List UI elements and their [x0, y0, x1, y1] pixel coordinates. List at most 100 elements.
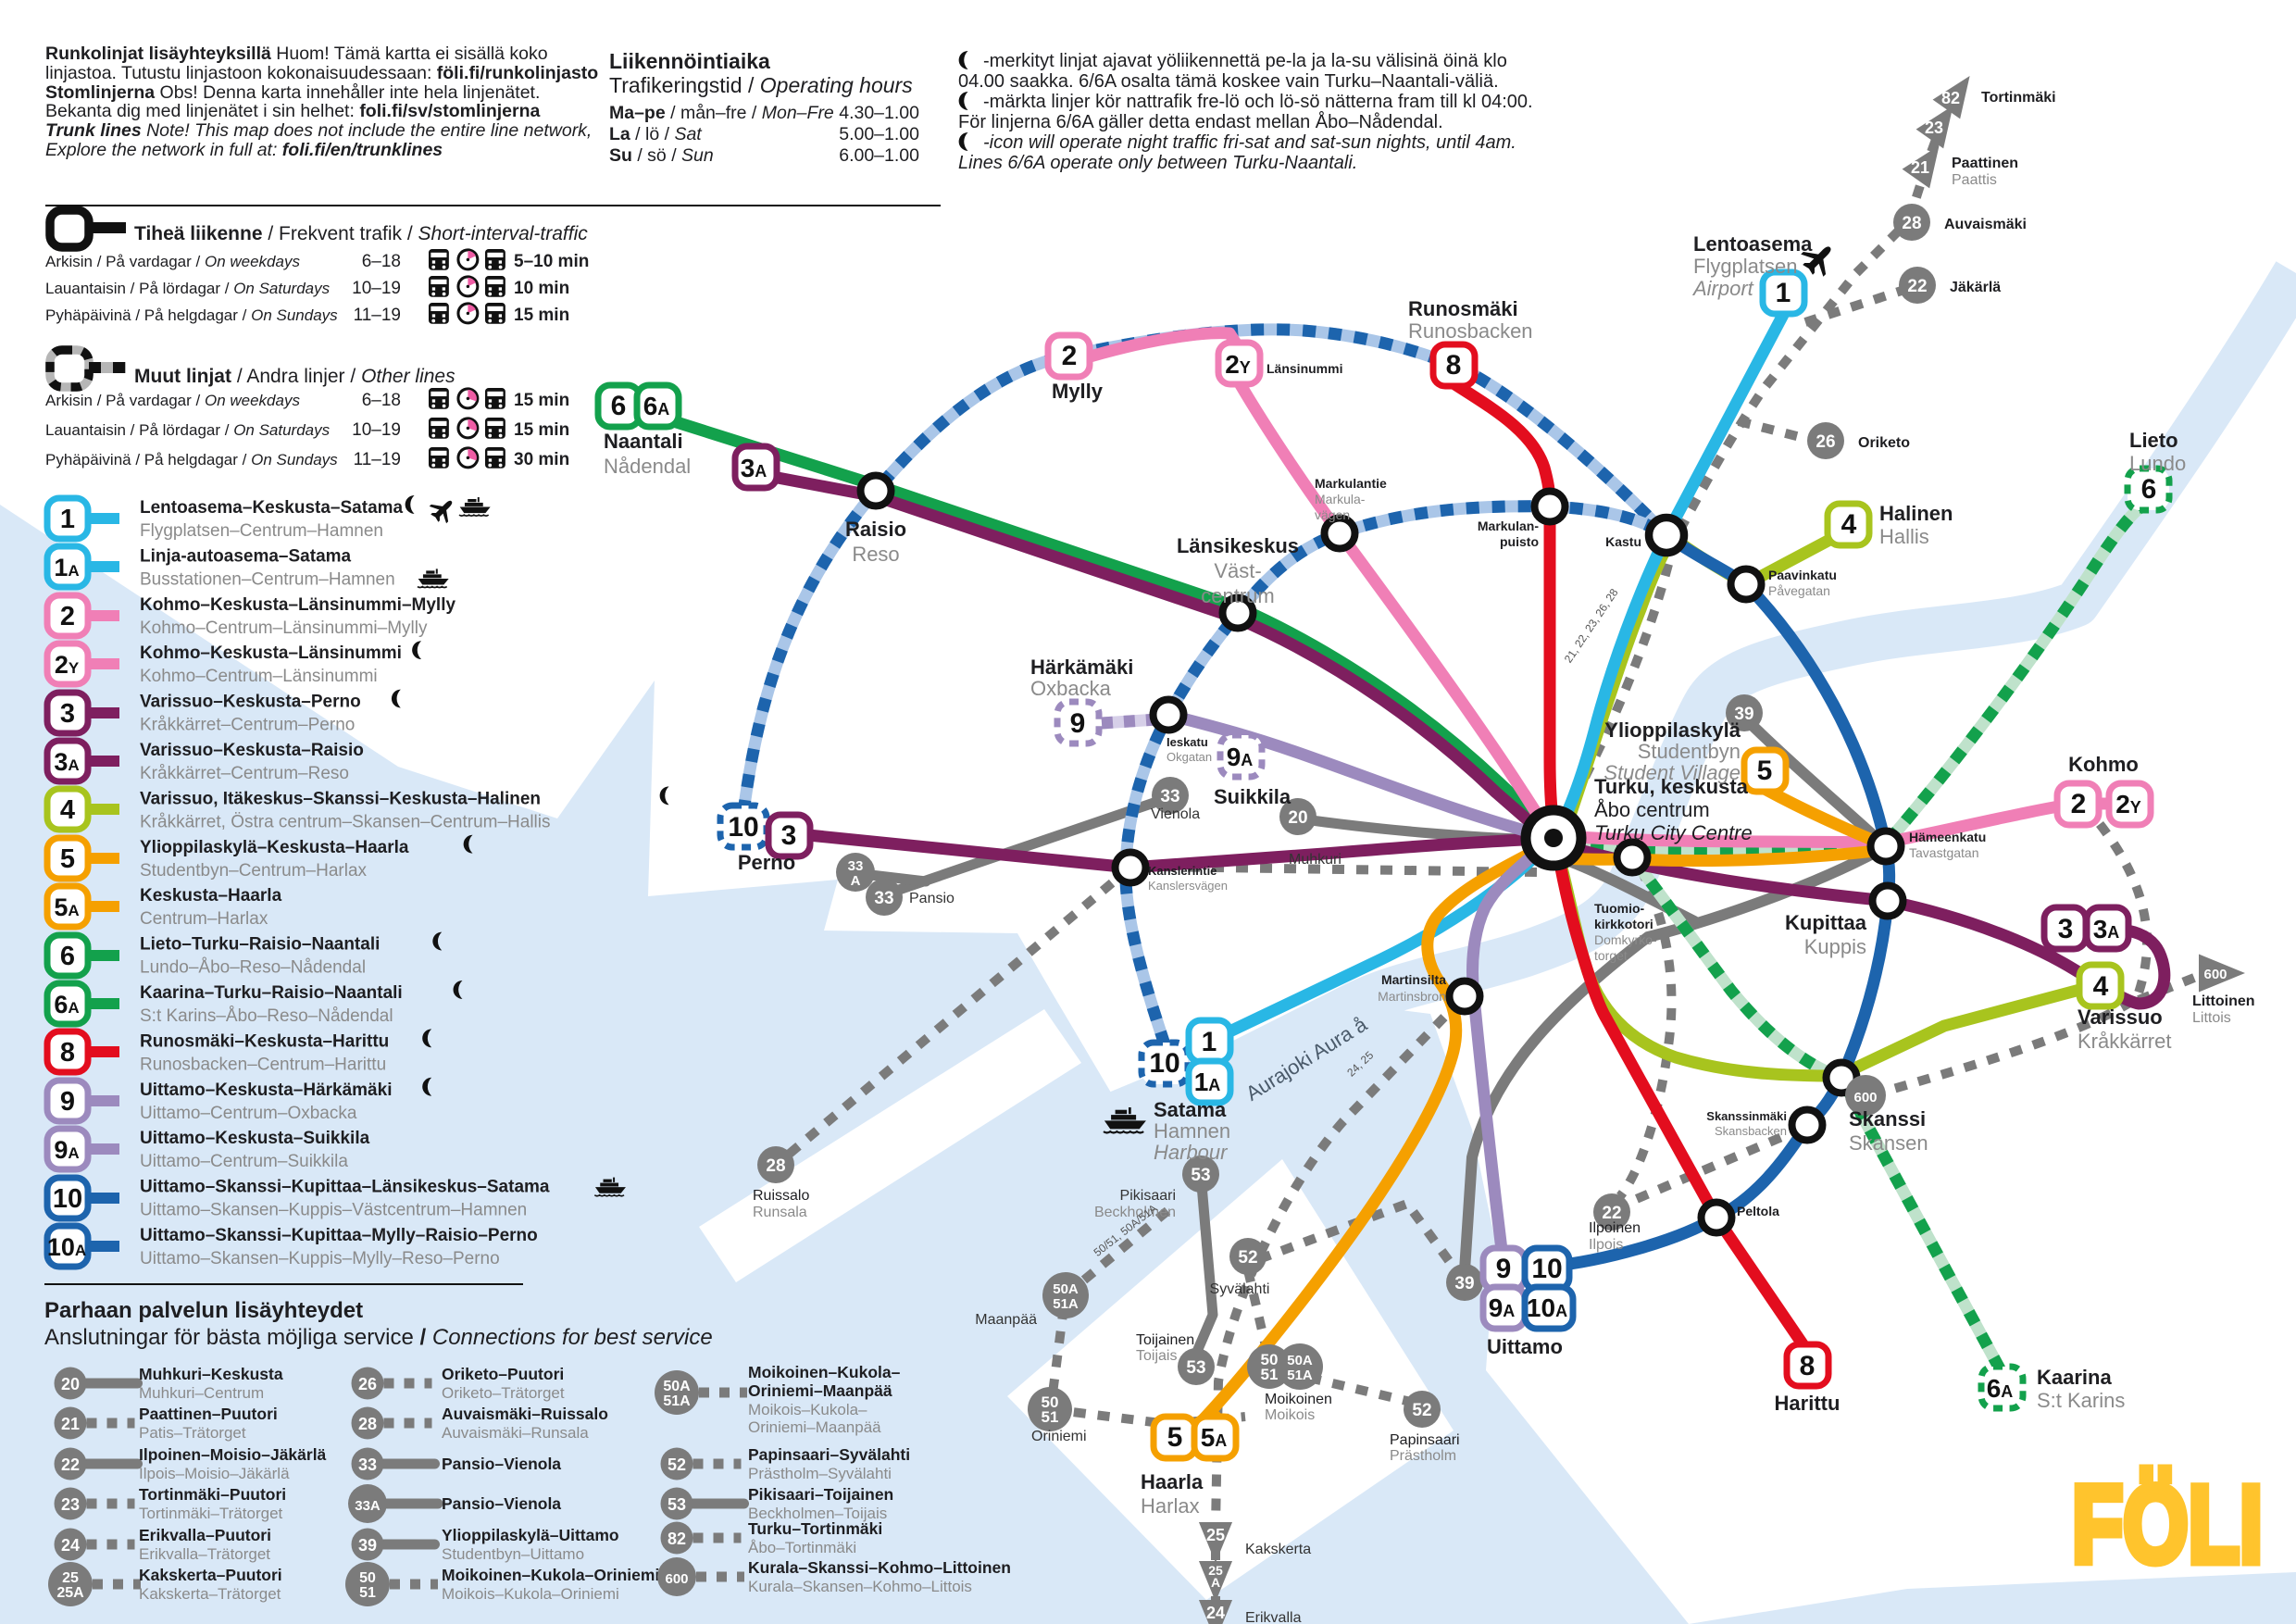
svg-text:Oriketo–Puutori: Oriketo–Puutori — [442, 1365, 564, 1383]
svg-text:Busstationen–Centrum–Hamnen: Busstationen–Centrum–Hamnen — [140, 569, 395, 589]
svg-text:6.00–1.00: 6.00–1.00 — [839, 145, 919, 166]
svg-text:Uittamo–Skanssi–Kupittaa–Länsi: Uittamo–Skanssi–Kupittaa–Länsikeskus–Sat… — [140, 1178, 550, 1197]
svg-text:Uittamo–Skansen–Kuppis–Mylly–R: Uittamo–Skansen–Kuppis–Mylly–Reso–Perno — [140, 1249, 500, 1268]
svg-text:5–10 min: 5–10 min — [514, 252, 589, 271]
svg-text:Toijais: Toijais — [1136, 1348, 1177, 1364]
svg-text:Littoinen: Littoinen — [2192, 993, 2255, 1009]
svg-text:Pyhäpäivinä / På helgdagar / O: Pyhäpäivinä / På helgdagar / On Sundays — [45, 306, 338, 324]
svg-text:Reso: Reso — [852, 543, 899, 566]
svg-text:Lieto–Turku–Raisio–Naantali: Lieto–Turku–Raisio–Naantali — [140, 935, 380, 955]
svg-text:4: 4 — [60, 795, 75, 825]
svg-text:Åbo–Tortinmäki: Åbo–Tortinmäki — [748, 1539, 856, 1556]
svg-text:Ylioppilaskylä–Keskusta–Haarla: Ylioppilaskylä–Keskusta–Haarla — [140, 838, 409, 857]
svg-text:22: 22 — [61, 1455, 80, 1474]
svg-text:A: A — [851, 873, 861, 889]
svg-text:2Y: 2Y — [1225, 350, 1251, 379]
svg-text:33: 33 — [1160, 787, 1179, 806]
svg-text:Trunk lines Note! This map doe: Trunk lines Note! This map does not incl… — [45, 120, 592, 141]
svg-text:Flygplatsen–Centrum–Hamnen: Flygplatsen–Centrum–Hamnen — [140, 521, 383, 541]
svg-text:Uittamo–Centrum–Suikkila: Uittamo–Centrum–Suikkila — [140, 1152, 348, 1171]
svg-text:Hallis: Hallis — [1879, 525, 1929, 548]
svg-text:Harlax: Harlax — [1141, 1494, 1200, 1518]
svg-text:För linjerna 6/6A gäller detta: För linjerna 6/6A gäller detta endast me… — [958, 111, 1443, 132]
svg-text:4: 4 — [2093, 971, 2109, 1002]
svg-text:Ylioppilaskylä–Uittamo: Ylioppilaskylä–Uittamo — [442, 1526, 619, 1544]
svg-text:53: 53 — [1186, 1358, 1205, 1378]
svg-text:Tiheä liikenne / Frekvent traf: Tiheä liikenne / Frekvent trafik / Short… — [134, 223, 588, 244]
svg-text:Lieto: Lieto — [2129, 429, 2178, 452]
svg-text:Kupittaa: Kupittaa — [1785, 911, 1867, 934]
svg-text:La / lö / Sat: La / lö / Sat — [609, 124, 703, 144]
svg-text:Lentoasema: Lentoasema — [1693, 232, 1813, 256]
svg-text:Beckholmen: Beckholmen — [1094, 1205, 1176, 1220]
svg-text:8: 8 — [1800, 1351, 1816, 1381]
svg-text:Lundo–Åbo–Reso–Nådendal: Lundo–Åbo–Reso–Nådendal — [140, 958, 366, 978]
svg-text:30 min: 30 min — [514, 450, 569, 469]
svg-text:Moikoinen: Moikoinen — [1265, 1392, 1332, 1407]
svg-text:Uittamo–Skansen–Kuppis–Västcen: Uittamo–Skansen–Kuppis–Västcentrum–Hamne… — [140, 1201, 527, 1220]
svg-text:Harbour: Harbour — [1154, 1141, 1229, 1164]
svg-text:Ma–pe / mån–fre / Mon–Fre: Ma–pe / mån–fre / Mon–Fre — [609, 103, 834, 123]
svg-text:2: 2 — [60, 602, 75, 631]
svg-text:Linja-autoasema–Satama: Linja-autoasema–Satama — [140, 546, 352, 566]
svg-text:Tortinmäki–Trätorget: Tortinmäki–Trätorget — [139, 1505, 283, 1522]
svg-text:15 min: 15 min — [514, 420, 569, 440]
svg-text:26: 26 — [358, 1375, 377, 1393]
svg-text:15 min: 15 min — [514, 306, 569, 325]
svg-text:Studentbyn–Uittamo: Studentbyn–Uittamo — [442, 1545, 584, 1563]
svg-text:11–19: 11–19 — [354, 450, 401, 469]
svg-text:Littois: Littois — [2192, 1010, 2231, 1026]
svg-text:Skanssi: Skanssi — [1849, 1107, 1926, 1131]
svg-text:Uittamo–Centrum–Oxbacka: Uittamo–Centrum–Oxbacka — [140, 1104, 357, 1123]
svg-text:Oriniemi–Maanpää: Oriniemi–Maanpää — [748, 1418, 881, 1436]
svg-text:53: 53 — [668, 1495, 686, 1514]
svg-text:600: 600 — [1853, 1090, 1877, 1106]
svg-text:Arkisin / På vardagar / On wee: Arkisin / På vardagar / On weekdays — [45, 253, 300, 270]
svg-text:1A: 1A — [54, 554, 79, 581]
svg-text:Centrum–Harlax: Centrum–Harlax — [140, 909, 268, 929]
svg-text:Kohmo–Centrum–Länsinummi–Mylly: Kohmo–Centrum–Länsinummi–Mylly — [140, 618, 428, 638]
svg-text:Uittamo–Keskusta–Härkämäki: Uittamo–Keskusta–Härkämäki — [140, 1081, 392, 1100]
svg-text:linjastoa. Tutustu linjastoon: linjastoa. Tutustu linjastoon kokonaisuu… — [45, 63, 598, 83]
svg-text:Uittamo–Skanssi–Kupittaa–Mylly: Uittamo–Skanssi–Kupittaa–Mylly–Raisio–Pe… — [140, 1226, 538, 1245]
svg-text:6: 6 — [611, 391, 627, 421]
svg-text:10: 10 — [53, 1184, 82, 1214]
svg-text:11–19: 11–19 — [354, 306, 401, 325]
svg-text:Suikkila: Suikkila — [1214, 785, 1292, 808]
svg-text:Oriketo: Oriketo — [1858, 435, 1910, 451]
svg-text:50: 50 — [1261, 1351, 1279, 1368]
svg-text:82: 82 — [668, 1530, 686, 1548]
svg-text:Domkyrko-: Domkyrko- — [1594, 932, 1657, 947]
svg-text:52: 52 — [1238, 1248, 1257, 1268]
svg-text:Trafikeringstid / Operating ho: Trafikeringstid / Operating hours — [609, 73, 913, 97]
svg-text:Kuppis: Kuppis — [1804, 935, 1866, 958]
svg-text:50: 50 — [359, 1570, 376, 1586]
svg-text:Explore the network in full at: Explore the network in full at: foli.fi/… — [45, 140, 443, 160]
svg-text:Ylioppilaskylä: Ylioppilaskylä — [1604, 718, 1741, 742]
svg-text:Oriniemi–Maanpää: Oriniemi–Maanpää — [748, 1381, 892, 1400]
svg-text:04.00 saakka. 6/6A osalta tämä: 04.00 saakka. 6/6A osalta tämä koskee va… — [958, 71, 1499, 92]
svg-text:Tavastgatan: Tavastgatan — [1909, 845, 1979, 860]
svg-text:Erikvalla: Erikvalla — [1245, 1610, 1302, 1624]
svg-text:21: 21 — [1911, 158, 1929, 177]
svg-text:25: 25 — [1208, 1563, 1223, 1578]
svg-text:Anslutningar för bästa möjliga: Anslutningar för bästa möjliga service /… — [44, 1325, 713, 1350]
svg-text:1: 1 — [1776, 278, 1791, 308]
svg-text:Jäkärlä: Jäkärlä — [1950, 280, 2001, 295]
svg-text:28: 28 — [766, 1156, 785, 1176]
svg-text:6A: 6A — [54, 991, 79, 1018]
svg-text:Pansio–Vienola: Pansio–Vienola — [442, 1494, 561, 1513]
svg-text:Runosbacken: Runosbacken — [1408, 319, 1533, 343]
svg-text:33: 33 — [358, 1455, 377, 1474]
svg-text:Maanpää: Maanpää — [975, 1312, 1037, 1328]
svg-text:Muhkuri–Keskusta: Muhkuri–Keskusta — [139, 1365, 283, 1383]
svg-text:Martinsbron: Martinsbron — [1378, 989, 1446, 1004]
svg-text:Muut linjat / Andra linjer / O: Muut linjat / Andra linjer / Other lines — [134, 366, 455, 387]
svg-text:Kanslersvägen: Kanslersvägen — [1148, 879, 1228, 893]
svg-text:Erikvalla–Puutori: Erikvalla–Puutori — [139, 1526, 271, 1544]
svg-text:Bekanta dig med linjenätet i s: Bekanta dig med linjenätet i sin helhet:… — [45, 101, 541, 121]
svg-text:Patis–Trätorget: Patis–Trätorget — [139, 1424, 246, 1442]
svg-text:21: 21 — [61, 1415, 80, 1433]
svg-text:Moikoinen–Kukola–: Moikoinen–Kukola– — [748, 1363, 901, 1381]
svg-text:Parhaan palvelun lisäyhteydet: Parhaan palvelun lisäyhteydet — [44, 1298, 363, 1323]
